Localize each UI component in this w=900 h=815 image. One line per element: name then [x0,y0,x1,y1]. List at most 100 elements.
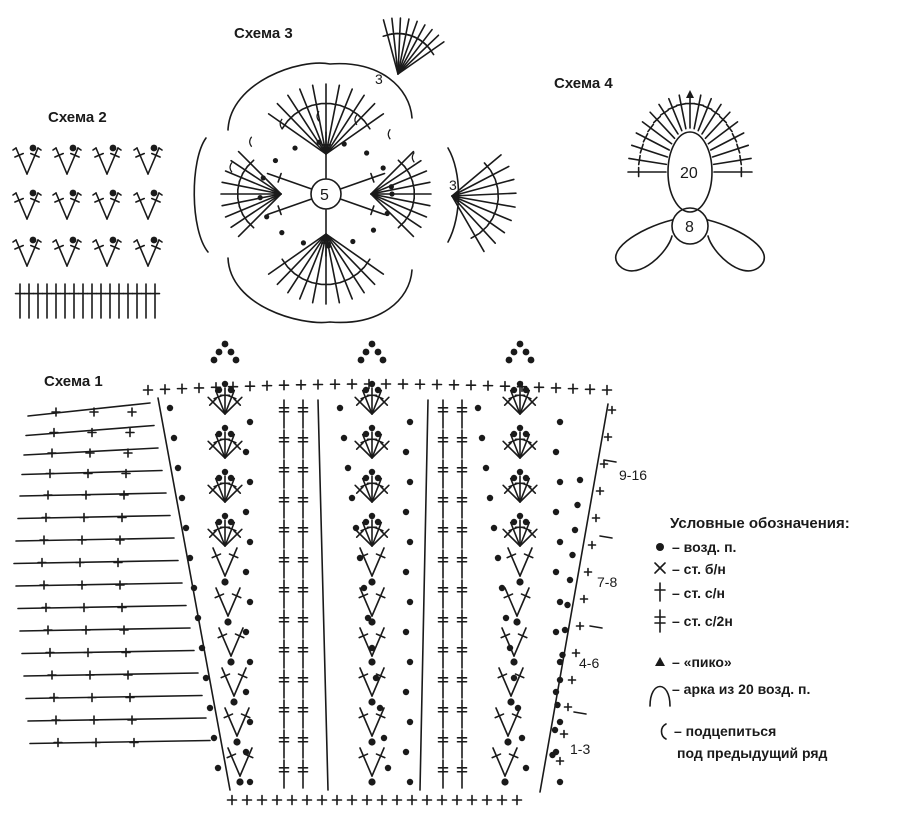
treble-crochet-mark [278,399,290,429]
bracket-icon [660,723,667,740]
double-crochet-mark [519,389,532,415]
treble-crochet-mark [278,609,290,639]
double-crochet-mark [371,627,386,657]
bracket-mark [279,118,283,130]
single-crochet-mark [47,448,57,458]
left-side-row [29,737,211,748]
double-crochet-mark [649,111,676,140]
chain-dot [566,576,574,584]
chain-dot [552,688,560,696]
double-crochet-mark [354,528,373,547]
double-crochet-mark [451,195,485,253]
single-crochet-mark [436,794,448,806]
double-crochet-mark [508,433,521,459]
single-crochet-mark [123,670,133,680]
left-side-row [15,535,175,545]
double-crochet-mark [628,154,668,166]
single-crochet-mark [49,692,59,703]
treble-crochet-mark [297,579,309,609]
chain-dot [186,554,194,562]
double-crochet-mark [113,283,125,319]
double-crochet-mark [502,484,521,503]
chain-dot [516,468,524,476]
chain-dot [556,538,564,546]
chain-dot [246,778,254,786]
chain-dot [522,348,530,356]
chain-dot [236,778,244,786]
double-crochet-mark [519,440,538,459]
chain-dot [362,348,370,356]
chain-dot [406,658,414,666]
single-crochet-mark [142,384,154,396]
chain-dot [516,380,524,388]
treble-crochet-mark [456,669,468,699]
scheme-2-pattern [12,144,163,319]
double-crochet-mark [494,707,509,737]
double-crochet-mark [94,239,108,267]
double-crochet-mark [360,433,373,459]
chain-dot [498,584,506,592]
scheme-4-arch-loop [667,131,713,213]
double-crochet-mark [224,396,243,415]
single-crochet-mark [81,625,91,635]
double-crochet-mark [451,195,497,244]
chain-dot [510,658,518,666]
double-crochet-mark [94,147,108,175]
single-crochet-mark [361,794,373,806]
scheme-3-center-number: 5 [320,187,329,204]
double-crochet-mark [354,440,373,459]
single-crochet-mark [603,432,613,442]
single-crochet-mark [346,378,358,390]
chain-dot [368,578,376,586]
treble-crochet-mark [297,669,309,699]
single-crochet-mark [563,702,573,712]
double-crochet-mark [325,84,341,155]
single-crochet-mark [193,382,205,394]
chain-dot [344,464,352,472]
double-crochet-mark [95,283,107,319]
chain-dot [221,512,229,520]
single-crochet-mark [125,692,135,703]
chain-dot [490,524,498,532]
panel-right-edge [539,403,609,793]
double-crochet-mark [224,484,243,503]
chain-dot [516,578,524,586]
double-crochet-mark [340,172,386,190]
treble-crochet-mark [456,549,468,579]
single-crochet-mark [329,378,341,390]
chain-dot [362,430,370,438]
scheme-3-title: Схема 3 [234,25,293,42]
chain-dot [482,464,490,472]
single-crochet-mark [77,535,87,545]
chain-dot [174,464,182,472]
treble-crochet-mark [278,759,290,789]
double-crochet-mark [707,121,739,145]
double-crochet-mark [77,283,89,319]
single-crochet-mark [587,540,597,550]
scheme-4-number-20: 20 [680,165,698,182]
double-crochet-mark [94,192,108,220]
double-crochet-mark [106,147,120,175]
single-crochet-mark [295,379,307,391]
treble-crochet-mark [278,579,290,609]
legend-item-single-crochet: – ст. б/н [672,561,726,577]
single-crochet-mark [301,794,313,806]
double-crochet-mark [147,147,161,175]
chain-dot [182,524,190,532]
double-crochet-mark [23,283,35,319]
double-crochet-mark [502,440,521,459]
single-crochet-mark [45,647,55,658]
bracket-mark [354,114,358,126]
chain-dot [340,434,348,442]
single-crochet-mark [567,383,579,394]
chain-dot [109,144,117,152]
double-crochet-mark [224,170,282,195]
single-crochet-mark [499,380,511,392]
treble-crochet-mark [278,519,290,549]
chain-dot [510,386,518,394]
treble-crochet-mark [297,549,309,579]
double-crochet-mark [507,707,522,737]
treble-crochet-mark [278,549,290,579]
double-crochet-mark [370,180,431,195]
chain-dot [368,424,376,432]
